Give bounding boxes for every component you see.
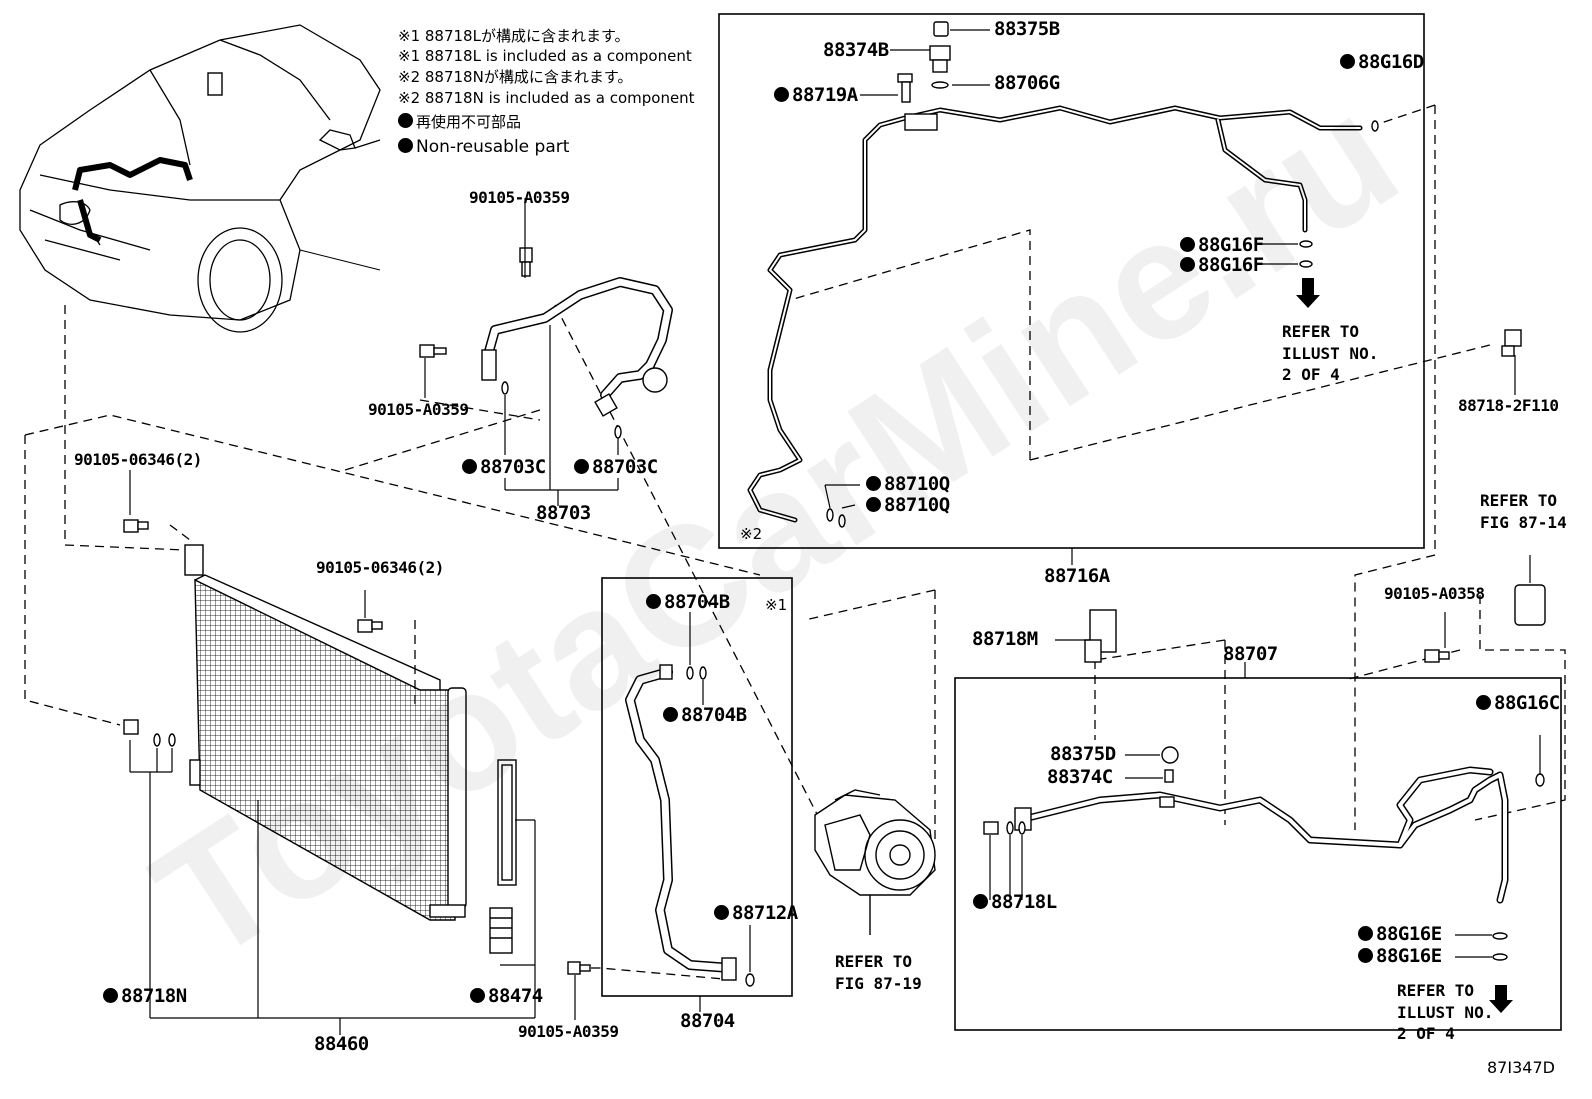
marker-1: ※1 (765, 596, 788, 614)
nonreusable-dot-icon (398, 138, 413, 153)
pipe-88707-inner (1026, 768, 1507, 902)
label-90105-A0359-bottom: 90105-A0359 (518, 1022, 619, 1041)
label-90105-06346-b: 90105-06346(2) (316, 558, 444, 577)
receiver-88474 (489, 759, 591, 975)
label-88374C: 88374C (1047, 766, 1113, 788)
dashed-leaders (24, 104, 1566, 981)
label-88G16E-2: 88G16E (1358, 947, 1442, 966)
diagram-id: 87I347D (1487, 1058, 1555, 1077)
label-88719A: 88719A (774, 86, 858, 105)
vehicle-illustration (19, 24, 381, 333)
label-88G16F-1: 88G16F (1180, 236, 1264, 255)
nonreusable-dot-icon (646, 594, 661, 609)
label-88703: 88703 (536, 502, 591, 524)
hose-88703-inner (484, 278, 672, 399)
nonreusable-dot-icon (1358, 948, 1373, 963)
nonreusable-dot-icon (1180, 237, 1195, 252)
label-90105-06346-a: 90105-06346(2) (74, 450, 202, 469)
compressor (814, 789, 936, 935)
label-88710Q-2: 88710Q (866, 496, 950, 515)
label-88712A: 88712A (714, 904, 798, 923)
hose-88704-parts (659, 664, 755, 987)
note-1-jp: ※1 88718Lが構成に含まれます。 (398, 27, 630, 45)
label-88718M: 88718M (972, 628, 1038, 650)
nonreusable-dot-icon (1340, 54, 1355, 69)
condenser-88460 (123, 519, 467, 921)
nonreusable-dot-icon (1180, 257, 1195, 272)
marker-2: ※2 (740, 525, 763, 543)
pipe-88716A-inner (749, 107, 1361, 521)
label-88G16F-2: 88G16F (1180, 256, 1264, 275)
label-88375D: 88375D (1050, 743, 1116, 765)
label-88704: 88704 (680, 1010, 735, 1032)
nonreusable-dot-icon (103, 988, 118, 1003)
nonreusable-dot-icon (462, 459, 477, 474)
label-88460: 88460 (314, 1033, 369, 1055)
label-88718L: 88718L (973, 893, 1057, 912)
label-88718N: 88718N (103, 987, 187, 1006)
leaders-88716A (824, 29, 1298, 565)
parts-88707 (983, 329, 1546, 961)
label-88474: 88474 (470, 987, 543, 1006)
small-parts-88716A (826, 21, 1379, 528)
nonreusable-dot-icon (398, 113, 413, 128)
note-nonreusable-en: Non-reusable part (398, 137, 569, 156)
label-88704B-1: 88704B (646, 593, 730, 612)
label-88704B-2: 88704B (663, 706, 747, 725)
note-nonreusable-jp: 再使用不可部品 (398, 112, 521, 131)
label-88G16E-1: 88G16E (1358, 925, 1442, 944)
nonreusable-dot-icon (774, 87, 789, 102)
down-arrow-top (1296, 278, 1320, 308)
label-88718-2F110: 88718-2F110 (1458, 396, 1559, 415)
nonreusable-dot-icon (973, 894, 988, 909)
label-88716A: 88716A (1044, 565, 1110, 587)
label-88375B: 88375B (994, 18, 1060, 40)
assembly-box-88704 (601, 577, 793, 997)
note-2-jp: ※2 88718Nが構成に含まれます。 (398, 68, 633, 86)
leaders-88707 (989, 355, 1541, 958)
label-90105-A0359-left: 90105-A0359 (368, 400, 469, 419)
nonreusable-dot-icon (1358, 926, 1373, 941)
label-90105-A0358: 90105-A0358 (1384, 584, 1485, 603)
label-88G16D: 88G16D (1340, 53, 1424, 72)
label-88703C-1: 88703C (462, 458, 546, 477)
label-88G16C: 88G16C (1476, 694, 1560, 713)
hose-88703-fittings (419, 247, 668, 439)
nonreusable-dot-icon (866, 476, 881, 491)
leaders-88704 (689, 612, 751, 1012)
nonreusable-dot-icon (866, 497, 881, 512)
nonreusable-dot-icon (663, 707, 678, 722)
leaders-condenser (129, 470, 576, 1035)
leaders-88703 (424, 198, 619, 506)
label-88706G: 88706G (994, 72, 1060, 94)
nonreusable-dot-icon (714, 905, 729, 920)
pipe-88707 (1024, 766, 1509, 904)
nonreusable-dot-icon (1476, 695, 1491, 710)
pressure-switch-block (207, 72, 938, 131)
assembly-box-88707 (954, 677, 1562, 1031)
vehicle-ac-line-highlight (72, 157, 193, 243)
note-1-en: ※1 88718L is included as a component (398, 47, 692, 65)
label-90105-A0359-top: 90105-A0359 (469, 188, 570, 207)
label-88710Q-1: 88710Q (866, 475, 950, 494)
label-88703C-2: 88703C (574, 458, 658, 477)
down-arrow-bottom (1489, 985, 1513, 1013)
label-88707: 88707 (1223, 643, 1278, 665)
nonreusable-dot-icon (470, 988, 485, 1003)
nonreusable-dot-icon (574, 459, 589, 474)
note-2-en: ※2 88718N is included as a component (398, 89, 695, 107)
hose-88704-inner (626, 668, 734, 972)
label-88374B: 88374B (823, 39, 889, 61)
